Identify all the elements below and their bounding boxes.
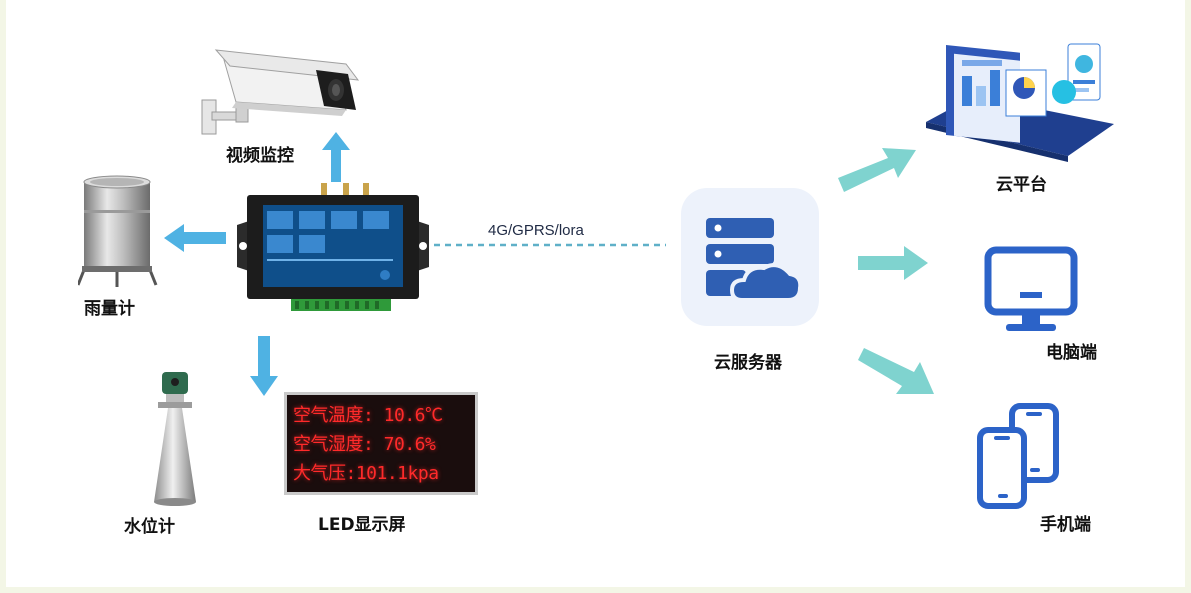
led-label: LED显示屏 (318, 515, 406, 535)
arrow-to-phone (858, 348, 934, 394)
controller-device-icon (237, 183, 429, 311)
water-level-sensor-icon (154, 372, 196, 506)
link-label: 4G/GPRS/lora (488, 222, 584, 239)
arrow-up-video (322, 132, 350, 182)
cloud-server-icon (706, 218, 803, 302)
arrow-down-led (250, 336, 278, 396)
phone-icon (977, 403, 1059, 509)
server-label: 云服务器 (714, 353, 782, 373)
arrow-to-cloud (838, 148, 916, 192)
cloud-platform-icon (926, 43, 1114, 162)
led-line-temp: 空气温度: 10.6℃ (293, 405, 443, 426)
led-line-pressure: 大气压:101.1kpa (293, 463, 439, 484)
arrow-to-pc (858, 246, 928, 280)
water-label: 水位计 (124, 517, 175, 537)
camera-icon (201, 49, 360, 135)
led-display-panel: 空气温度: 10.6℃ 空气湿度: 70.6% 大气压:101.1kpa (284, 392, 478, 495)
led-line-humidity: 空气湿度: 70.6% (293, 434, 436, 455)
phone-label: 手机端 (1040, 515, 1091, 535)
rain-label: 雨量计 (84, 299, 135, 319)
arrow-left-rain (164, 224, 226, 252)
monitor-icon (984, 246, 1078, 331)
pc-label: 电脑端 (1046, 343, 1097, 363)
rain-gauge-icon (78, 175, 158, 287)
cloud-label: 云平台 (996, 175, 1047, 195)
video-label: 视频监控 (226, 146, 294, 166)
